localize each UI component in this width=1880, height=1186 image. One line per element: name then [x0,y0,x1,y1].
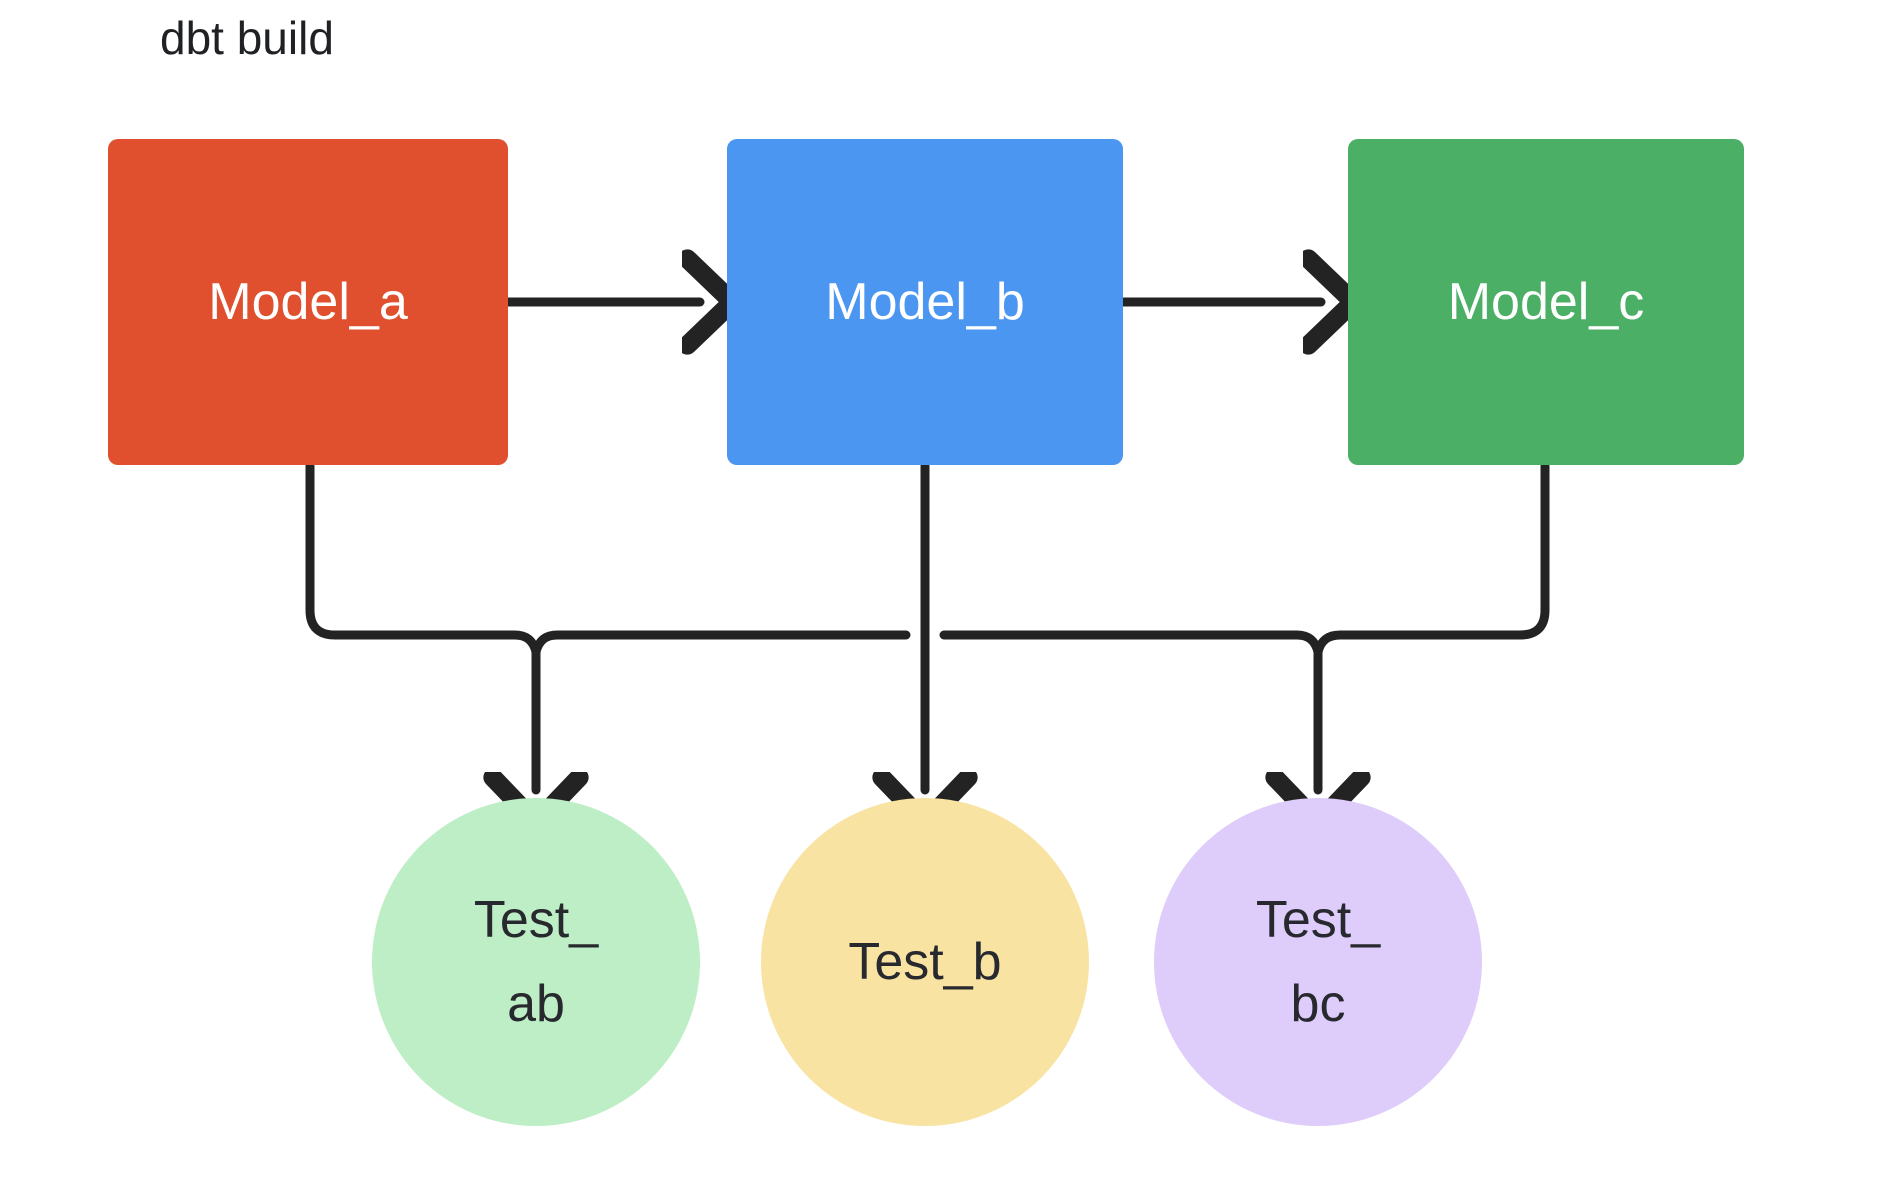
node-model-c-label: Model_c [1447,273,1645,331]
node-model-b[interactable]: Model_b [727,139,1123,465]
edge-bus-ab-to-b [531,630,911,657]
edge-model-c-bus [1313,461,1550,657]
edge-model-a-bus [305,461,541,657]
node-test-ab-label: Test_ab [473,890,599,1033]
edge-bus-b-to-bc [939,630,1323,657]
node-test-bc[interactable]: Test_bc [1154,798,1482,1126]
node-test-ab[interactable]: Test_ab [372,798,700,1126]
node-model-b-label: Model_b [825,273,1025,331]
node-model-a[interactable]: Model_a [108,139,508,465]
node-model-c[interactable]: Model_c [1348,139,1744,465]
node-model-a-label: Model_a [208,273,408,331]
node-test-b-label: Test_b [848,932,1002,991]
page-title: dbt build [160,12,334,64]
node-test-bc-label: Test_bc [1255,890,1381,1033]
node-test-b[interactable]: Test_b [761,798,1089,1126]
